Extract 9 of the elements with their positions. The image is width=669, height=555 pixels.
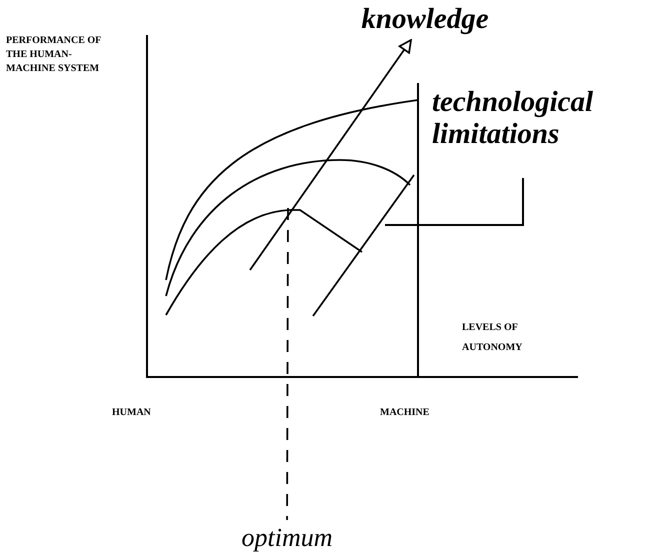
y-axis-label: PERFORMANCE OF THE HUMAN-MACHINE SYSTEM <box>6 34 102 76</box>
axis-end-label: MACHINE <box>380 406 430 420</box>
axis-end-label: HUMAN <box>112 406 152 420</box>
curve-label: optimum <box>222 520 352 554</box>
limit-label: technological limitations <box>432 86 594 150</box>
x-axis-label: LEVELS OF AUTONOMY <box>462 321 524 355</box>
arrow <box>249 39 412 271</box>
curve-label: knowledge <box>340 0 510 40</box>
dashed-leader-line <box>286 208 289 520</box>
